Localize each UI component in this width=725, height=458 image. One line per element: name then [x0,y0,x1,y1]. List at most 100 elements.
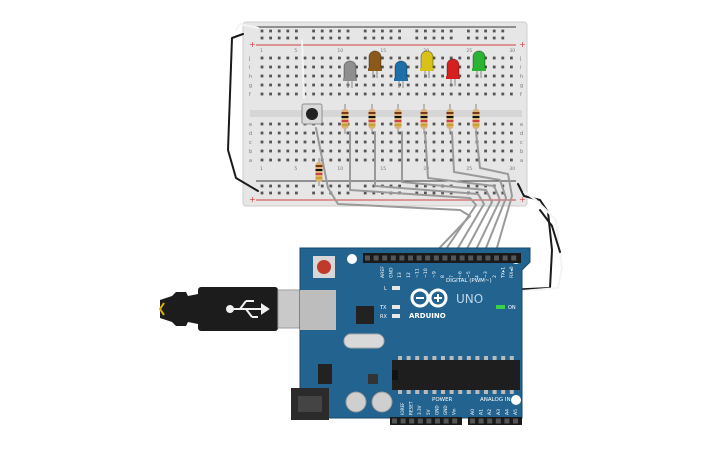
wire-black-left[interactable] [227,33,259,192]
digital-pin[interactable] [416,255,422,261]
hole [441,149,444,153]
resistor-6[interactable] [472,104,480,134]
wire-gray-5[interactable] [451,131,507,259]
analog-pin[interactable] [478,418,484,424]
hole [338,83,341,87]
rail-hole [269,191,272,195]
hole [320,131,324,135]
led-brown[interactable] [368,50,382,78]
resistor-5[interactable] [446,104,454,134]
hole [467,158,470,162]
led-gray[interactable] [343,60,357,88]
power-pin[interactable] [435,418,440,424]
power-pin[interactable] [400,418,406,424]
power-pin[interactable] [426,418,432,424]
hole [501,131,505,135]
wire-white-button[interactable] [301,39,305,99]
hole [363,131,367,135]
power-header-label: POWER [432,397,453,403]
rail-hole [398,184,401,188]
resistor-1[interactable] [341,104,349,134]
digital-pin[interactable] [494,255,499,261]
analog-pin[interactable] [513,418,518,424]
reset-button[interactable] [317,260,331,274]
hole [295,158,298,162]
hole [415,140,419,144]
hole [269,56,272,60]
led-green[interactable] [472,50,486,78]
hole [449,158,453,162]
hole [286,83,290,87]
analog-pin[interactable] [487,418,493,424]
wire-gray-6[interactable] [475,131,513,259]
rail-hole [424,36,427,40]
analog-pin[interactable] [470,418,475,424]
digital-pin[interactable] [390,255,396,261]
rail-hole [338,29,341,33]
digital-pin[interactable] [382,255,388,261]
hole [484,149,487,153]
hole [510,149,513,153]
digital-pin[interactable] [399,255,405,261]
led-yellow[interactable] [420,50,434,78]
digital-pin[interactable] [476,255,482,261]
power-pin[interactable] [409,418,415,424]
power-pin[interactable] [443,418,449,424]
hole [381,83,384,87]
hole [312,74,315,78]
led-blue[interactable] [394,60,408,88]
led-rx-indicator [392,314,400,318]
digital-pin[interactable] [459,255,465,261]
digital-pin[interactable] [468,255,474,261]
push-button[interactable] [301,103,323,125]
rail-hole [492,29,496,33]
hole [372,74,376,78]
hole [277,92,281,96]
resistor-2[interactable] [368,104,376,134]
breadboard[interactable]: jjiihhggffeeddccbbaa11551010151520202525… [242,21,528,207]
digital-pin[interactable] [442,255,448,261]
resistor-button[interactable] [315,158,323,186]
hole [467,131,470,135]
hole [424,92,427,96]
wire-gray-2[interactable] [374,131,485,259]
hole [286,65,290,69]
hole [398,92,401,96]
wire-gray-3[interactable] [401,131,493,259]
rail-hole [372,29,376,33]
wire-gray-4[interactable] [424,131,501,259]
resistor-band [472,112,480,114]
power-pin[interactable] [417,418,423,424]
hole [277,131,281,135]
power-pin[interactable] [392,418,397,424]
hole [398,149,401,153]
digital-pin[interactable] [451,255,456,261]
analog-pin[interactable] [495,418,501,424]
hole [432,149,436,153]
digital-pin[interactable] [373,255,379,261]
hole [389,158,393,162]
digital-pin[interactable] [365,255,370,261]
digital-pin[interactable] [502,255,508,261]
digital-pin[interactable] [511,255,517,261]
wire-gray-button[interactable] [315,127,471,259]
digital-pin[interactable] [408,255,413,261]
capacitor [371,391,393,413]
hole [363,140,367,144]
digital-pin[interactable] [425,255,431,261]
digital-pin[interactable] [433,255,439,261]
usb-cable-tip [158,302,165,316]
resistor-4[interactable] [420,104,428,134]
hole [389,140,393,144]
resistor-3[interactable] [394,104,402,134]
wire-white-top[interactable] [235,23,259,31]
hole [510,92,513,96]
mcu-pin [458,356,463,360]
rail-hole [492,36,496,40]
push-button-cap[interactable] [306,108,318,120]
analog-pin[interactable] [504,418,510,424]
power-pin[interactable] [452,418,458,424]
led-red[interactable] [446,58,460,86]
digital-pin[interactable] [485,255,491,261]
